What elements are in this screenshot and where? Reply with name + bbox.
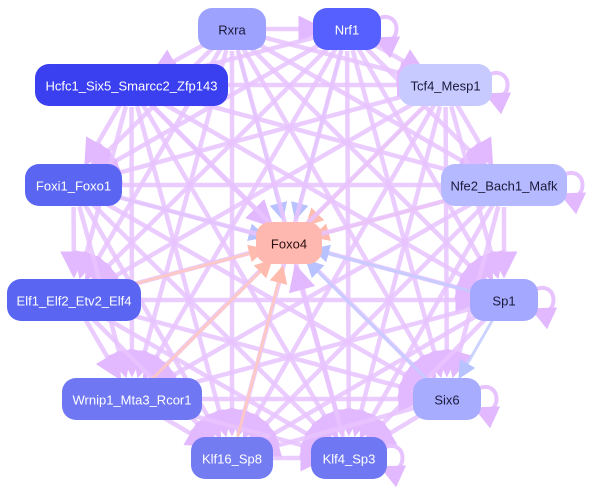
edge-foxi1-to-six6 (91, 193, 429, 389)
node-six6[interactable]: Six6 (413, 378, 481, 420)
node-sp1[interactable]: Sp1 (470, 279, 538, 321)
node-nfe2[interactable]: Nfe2_Bach1_Mafk (441, 164, 567, 206)
node-foxi1[interactable]: Foxi1_Foxo1 (25, 164, 122, 206)
edge-tcf4-to-elf1 (92, 94, 428, 290)
edge-hcfc1-to-sp1 (149, 94, 486, 290)
edge-tcf4-to-nfe2 (454, 102, 494, 167)
edge-nrf1-to-klf4 (335, 50, 363, 437)
node-label-elf1: Elf1_Elf2_Etv2_Elf4 (17, 294, 132, 309)
node-label-hcfc1: Hcfc1_Six5_Smarcc2_Zfp143 (46, 79, 218, 94)
edge-nfe2-to-wrnip1 (150, 194, 487, 389)
node-box-nrf1 (313, 8, 381, 50)
node-box-six6 (413, 378, 481, 420)
node-rxra[interactable]: Rxra (198, 8, 266, 50)
node-box-foxi1 (25, 164, 122, 206)
node-wrnip1[interactable]: Wrnip1_Mta3_Rcor1 (62, 378, 202, 420)
edge-klf4-to-foxo4 (289, 263, 346, 438)
node-label-klf16: Klf16_Sp8 (202, 452, 262, 467)
node-box-wrnip1 (62, 378, 202, 420)
node-tcf4[interactable]: Tcf4_Mesp1 (399, 64, 492, 106)
edge-sp1-to-foxo4 (311, 244, 484, 296)
edge-tcf4-to-klf16 (242, 102, 437, 440)
edge-six6-to-foxo4 (305, 259, 433, 385)
node-klf16[interactable]: Klf16_Sp8 (191, 437, 273, 479)
node-label-rxra: Rxra (218, 23, 246, 38)
edge-klf16-to-foxo4 (236, 265, 288, 438)
node-elf1[interactable]: Elf1_Elf2_Etv2_Elf4 (7, 279, 141, 321)
edge-nrf1-to-wrnip1 (142, 46, 338, 381)
node-box-rxra (198, 8, 266, 50)
self-loops-layer (373, 15, 587, 488)
self-loop-tcf4 (484, 71, 512, 115)
edge-tcf4-to-foxi1 (94, 88, 425, 186)
edge-sp1-to-klf4 (364, 314, 491, 443)
node-label-nrf1: Nrf1 (335, 23, 360, 38)
node-box-klf4 (311, 437, 387, 479)
node-box-elf1 (7, 279, 141, 321)
node-label-tcf4: Tcf4_Mesp1 (410, 79, 480, 94)
node-box-klf16 (191, 437, 273, 479)
self-loop-nrf1 (373, 15, 401, 59)
node-box-foxo4 (256, 222, 322, 264)
node-label-nfe2: Nfe2_Bach1_Mafk (451, 179, 558, 194)
node-box-tcf4 (399, 64, 492, 106)
node-label-wrnip1: Wrnip1_Mta3_Rcor1 (73, 393, 192, 408)
self-loop-sp1 (530, 286, 558, 330)
node-label-foxi1: Foxi1_Foxo1 (36, 179, 111, 194)
node-foxo4[interactable]: Foxo4 (256, 222, 322, 264)
self-loop-six6 (473, 385, 501, 429)
edge-wrnip1-to-foxo4 (146, 259, 273, 385)
edge-sp1-to-six6 (458, 318, 495, 380)
node-box-sp1 (470, 279, 538, 321)
node-label-klf4: Klf4_Sp3 (323, 452, 376, 467)
node-label-sp1: Sp1 (492, 294, 515, 309)
self-loop-klf4 (379, 444, 407, 488)
node-label-six6: Six6 (434, 393, 459, 408)
edge-sp1-to-klf16 (250, 309, 487, 448)
node-nrf1[interactable]: Nrf1 (313, 8, 381, 50)
node-klf4[interactable]: Klf4_Sp3 (311, 437, 387, 479)
node-label-foxo4: Foxo4 (271, 237, 307, 252)
self-loop-nfe2 (559, 171, 587, 215)
edge-elf1-to-wrnip1 (83, 317, 122, 381)
edge-hcfc1-to-foxi1 (84, 102, 123, 167)
node-box-nfe2 (441, 164, 567, 206)
node-hcfc1[interactable]: Hcfc1_Six5_Smarcc2_Zfp143 (35, 64, 228, 106)
node-box-hcfc1 (35, 64, 228, 106)
